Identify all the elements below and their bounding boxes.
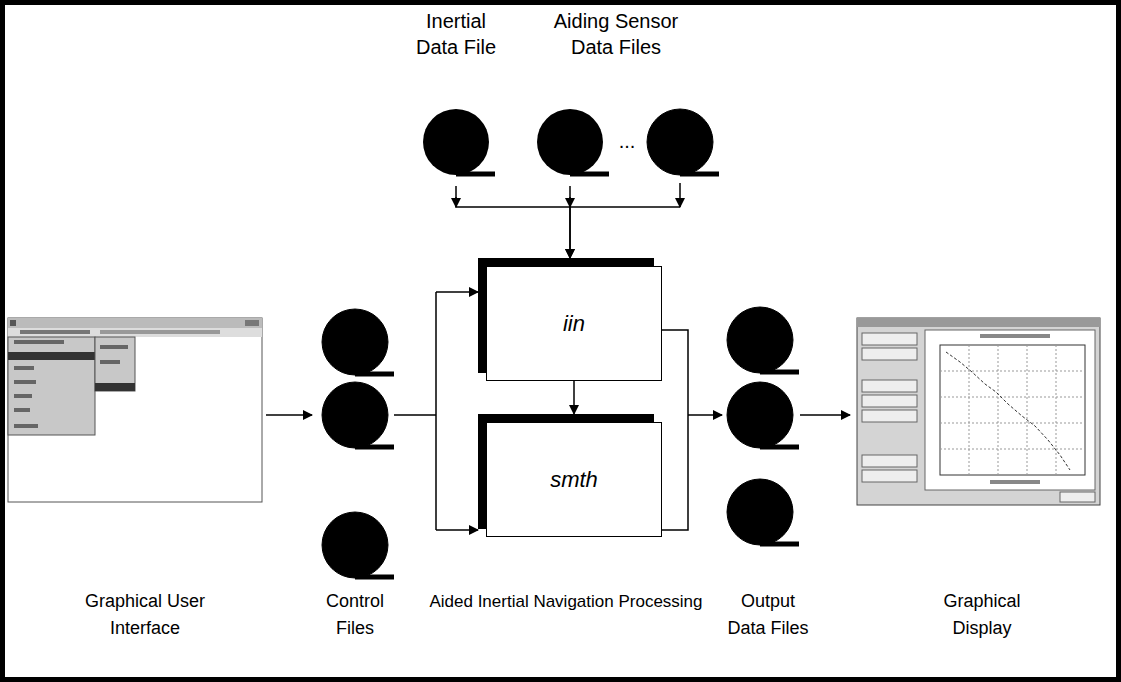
flow-lines: [266, 183, 850, 530]
box-face: iin: [486, 266, 662, 381]
process-name: smth: [550, 467, 598, 493]
data-file-reel: Inertial Data File: [400, 8, 512, 183]
tape-reel-symbol: [423, 108, 503, 180]
display-screenshot: [857, 318, 1100, 505]
box-face: smth: [486, 422, 662, 537]
tape-reels: [322, 109, 799, 578]
gui-screenshot: [8, 318, 262, 502]
process-name: iin: [563, 311, 585, 337]
flow-arrow: [573, 381, 575, 414]
file-label: Aiding Sensor Data Files: [546, 8, 686, 60]
file-label: Inertial Data File: [406, 8, 506, 60]
tape-reel-symbol: [537, 108, 617, 180]
process-box: smth: [478, 414, 662, 537]
data-file-reel: Aiding Sensor Data Files: [520, 8, 712, 183]
column-caption: Graphical Display: [927, 588, 1037, 642]
column-caption: Output Data Files: [723, 588, 813, 642]
ellipsis-mark: ...: [612, 128, 642, 155]
flow-arrow: [456, 186, 570, 258]
column-caption: Graphical User Interface: [70, 588, 220, 642]
flow-arrow: [569, 186, 571, 258]
column-caption: Aided Inertial Navigation Processing: [366, 588, 766, 615]
column-caption: Control Files: [315, 588, 395, 642]
process-box: iin: [478, 258, 662, 381]
